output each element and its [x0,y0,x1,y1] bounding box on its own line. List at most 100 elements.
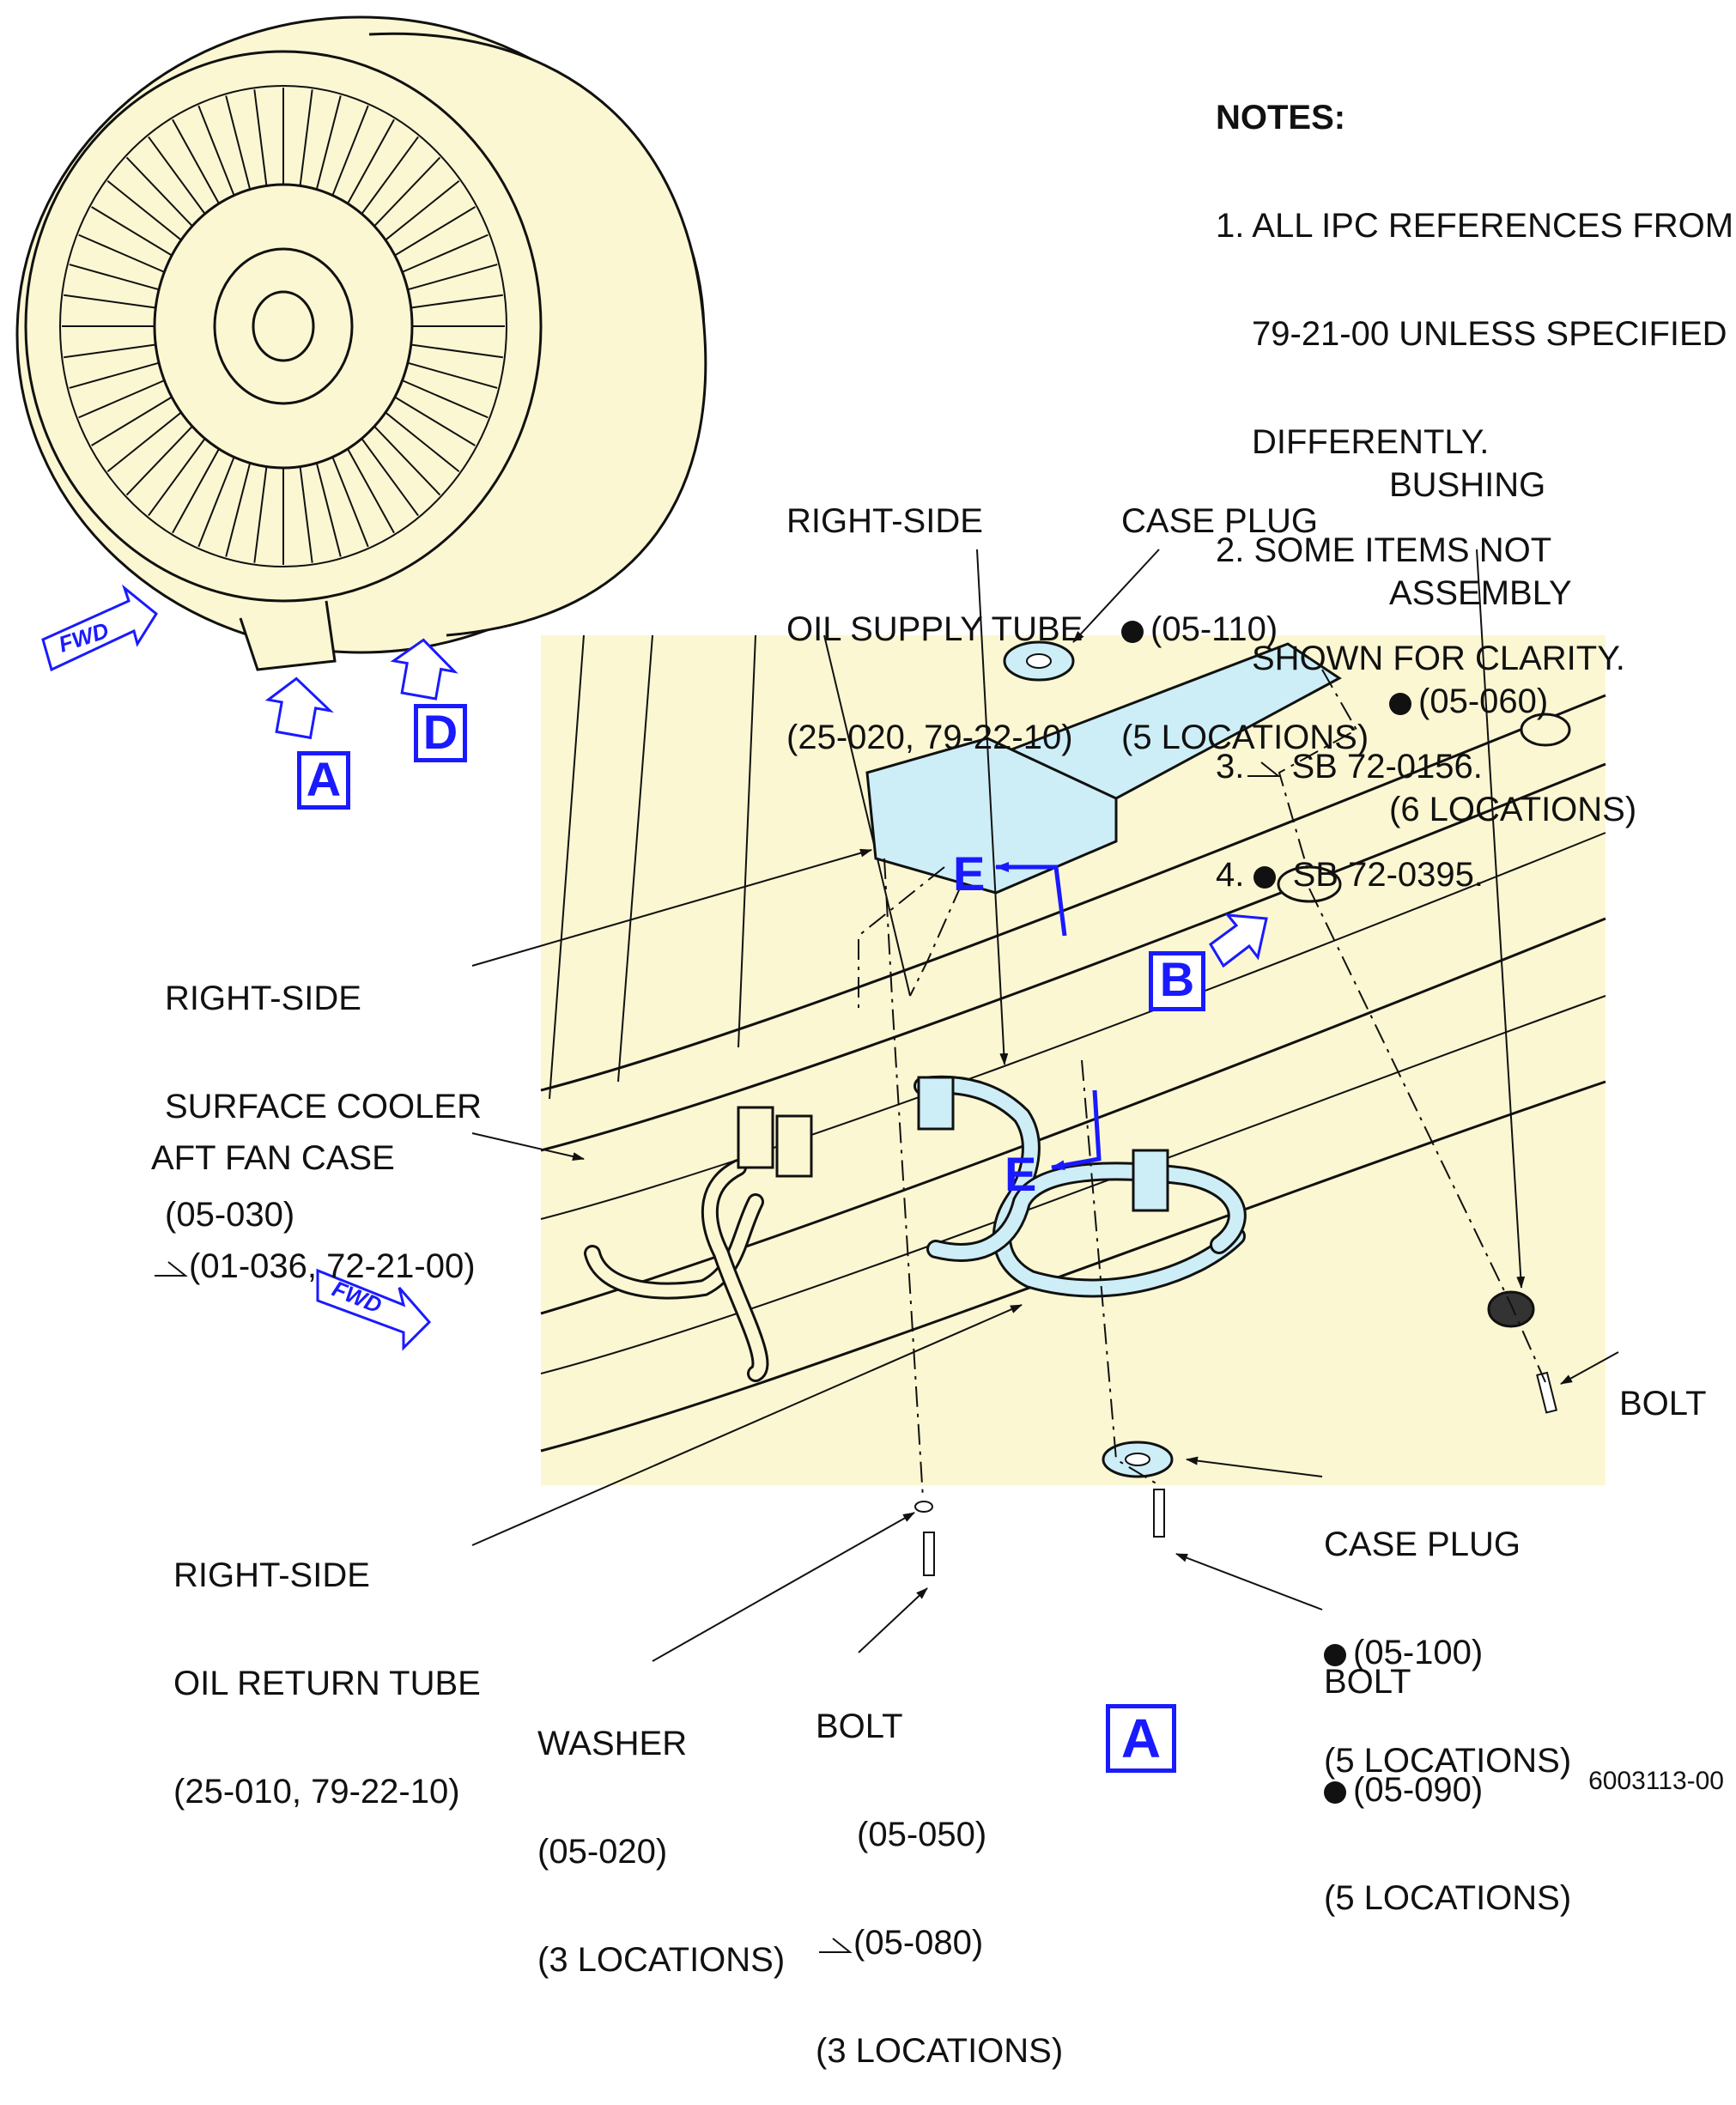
fan-spoke [407,361,498,389]
fan-spoke [69,361,160,389]
fan-spoke [407,264,498,291]
callout-line: (3 LOCATIONS) [816,2032,1064,2070]
callout-bushing-assembly: BUSHING ASSEMBLY (05-060) (6 LOCATIONS) [1389,395,1636,864]
leader-lines [471,549,1619,1662]
callout-line: (05-060) [1418,682,1549,720]
sb-0395-dot-icon [1324,1644,1346,1666]
fan-spoke [125,156,193,227]
fan-spoke [64,343,156,359]
fan-spoke [394,396,476,446]
callout-line: CASE PLUG [1121,502,1318,540]
note-4-number: 4. [1216,856,1245,894]
fan-spoke [125,425,193,496]
callout-surface-cooler: RIGHT-SIDE SURFACE COOLER (05-030) [165,908,482,1269]
fan-spoke [361,136,419,215]
fan-spoke [91,396,173,446]
view-ref-a-bottom[interactable]: A [1106,1704,1176,1773]
callout-line: BOLT [1619,1385,1707,1423]
fan-spoke [69,264,160,291]
callout-bolt-05-050: BOLT (05-050) (05-080) (3 LOCATIONS) [816,1636,1063,2105]
fan-spoke [197,105,235,196]
view-arrow-a-top [264,676,334,740]
callout-line: SURFACE COOLER [165,1088,482,1125]
view-arrow-d-top [390,638,458,701]
fan-spoke [315,463,342,557]
fan-spoke [106,411,182,473]
callout-case-plug-bottom: CASE PLUG (05-100) (5 LOCATIONS) [1324,1454,1571,1815]
note-3-number: 3. [1216,748,1245,786]
callout-line: BUSHING [1389,466,1546,504]
sb-0156-symbol-icon [1247,761,1282,778]
notes-block: NOTES: 1. ALL IPC REFERENCES FROM 79-21-… [1216,27,1733,929]
section-line-e-lower [1051,1089,1102,1171]
callout-line: AFT FAN CASE [151,1139,395,1177]
fan-spoke [331,457,369,548]
callout-line: CASE PLUG [1324,1526,1521,1563]
fan-spoke [402,234,489,273]
sb-0395-dot-icon [1324,1781,1346,1804]
callout-bolt-05-090: BOLT (05-090) (5 LOCATIONS) [1324,1592,1571,1952]
callout-aft-fan-case: AFT FAN CASE (01-036, 72-21-00) [151,1068,476,1320]
section-ref-e-upper[interactable]: E [953,846,986,901]
callout-line: WASHER [537,1725,688,1762]
diagram-artwork: FWD [15,15,1619,1662]
fan-spoke [315,95,342,190]
callout-line: (01-036, 72-21-00) [189,1247,476,1285]
callout-line: RIGHT-SIDE [786,502,983,540]
callout-line: (6 LOCATIONS) [1389,791,1637,828]
fan-spoke [373,425,441,496]
fan-spoke [373,156,441,227]
notes-title: NOTES: [1216,99,1346,136]
callout-line: (25-010, 79-22-10) [173,1773,460,1811]
fan-spoke [402,379,489,419]
fan-spoke [172,118,220,204]
view-ref-a-top[interactable]: A [297,751,350,810]
callout-line: BOLT [816,1708,903,1745]
callout-line: ASSEMBLY [1389,574,1572,612]
note-2-line-2: SHOWN FOR CLARITY. [1252,640,1625,677]
section-ref-e-lower[interactable]: E [1005,1147,1037,1201]
callout-case-plug-top: CASE PLUG (05-110) (5 LOCATIONS) [1121,431,1369,792]
fan-spoke [253,89,268,186]
fan-spoke [148,438,206,517]
sb-0156-symbol-icon [819,1938,853,1954]
figure-id: 6003113-00 [1588,1767,1724,1795]
callout-oil-supply-tube: RIGHT-SIDE OIL SUPPLY TUBE (25-020, 79-2… [786,431,1083,792]
callout-line: (05-050) [857,1816,987,1853]
fan-spoke [410,294,503,309]
fan-spoke [385,179,460,241]
fan-spoke [299,466,313,563]
callout-line: OIL SUPPLY TUBE [786,610,1083,648]
detail-a-panel [540,634,1606,1576]
fan-spoke [172,448,220,534]
fan-spoke [106,179,182,241]
section-line-e-upper [995,862,1067,937]
callout-washer: WASHER (05-020) (3 LOCATIONS) [537,1653,785,2014]
callout-line: RIGHT-SIDE [173,1556,370,1594]
view-ref-d-top[interactable]: D [414,704,467,762]
callout-line: BOLT [1324,1663,1411,1701]
fan-spoke [385,411,460,473]
engine-fan-case-overview [15,15,707,671]
note-1-line-1: 1. ALL IPC REFERENCES FROM [1216,207,1734,245]
callout-line: (05-110) [1150,610,1278,648]
sb-0395-dot-icon [1389,693,1411,715]
note-1-line-3: DIFFERENTLY. [1252,423,1490,461]
callout-line: (05-080) [853,1924,984,1962]
callout-line: (3 LOCATIONS) [537,1941,786,1979]
note-3-text: SB 72-0156. [1291,748,1483,786]
fan-spoke [347,448,395,534]
note-3: 3. SB 72-0156. [1216,749,1733,785]
view-ref-b[interactable]: B [1149,951,1205,1011]
fan-spoke [394,206,476,257]
callout-line: (05-090) [1353,1771,1484,1809]
view-arrow-b [1209,913,1268,968]
callout-line: RIGHT-SIDE [165,980,361,1017]
callout-line: (25-020, 79-22-10) [786,719,1073,756]
fan-spoke [91,206,173,257]
callout-oil-return-tube: RIGHT-SIDE OIL RETURN TUBE (25-010, 79-2… [173,1485,481,1846]
fan-spoke [225,463,252,557]
fan-spoke [78,379,165,419]
fan-spoke [347,118,395,204]
note-4-text: SB 72-0395. [1292,856,1484,894]
